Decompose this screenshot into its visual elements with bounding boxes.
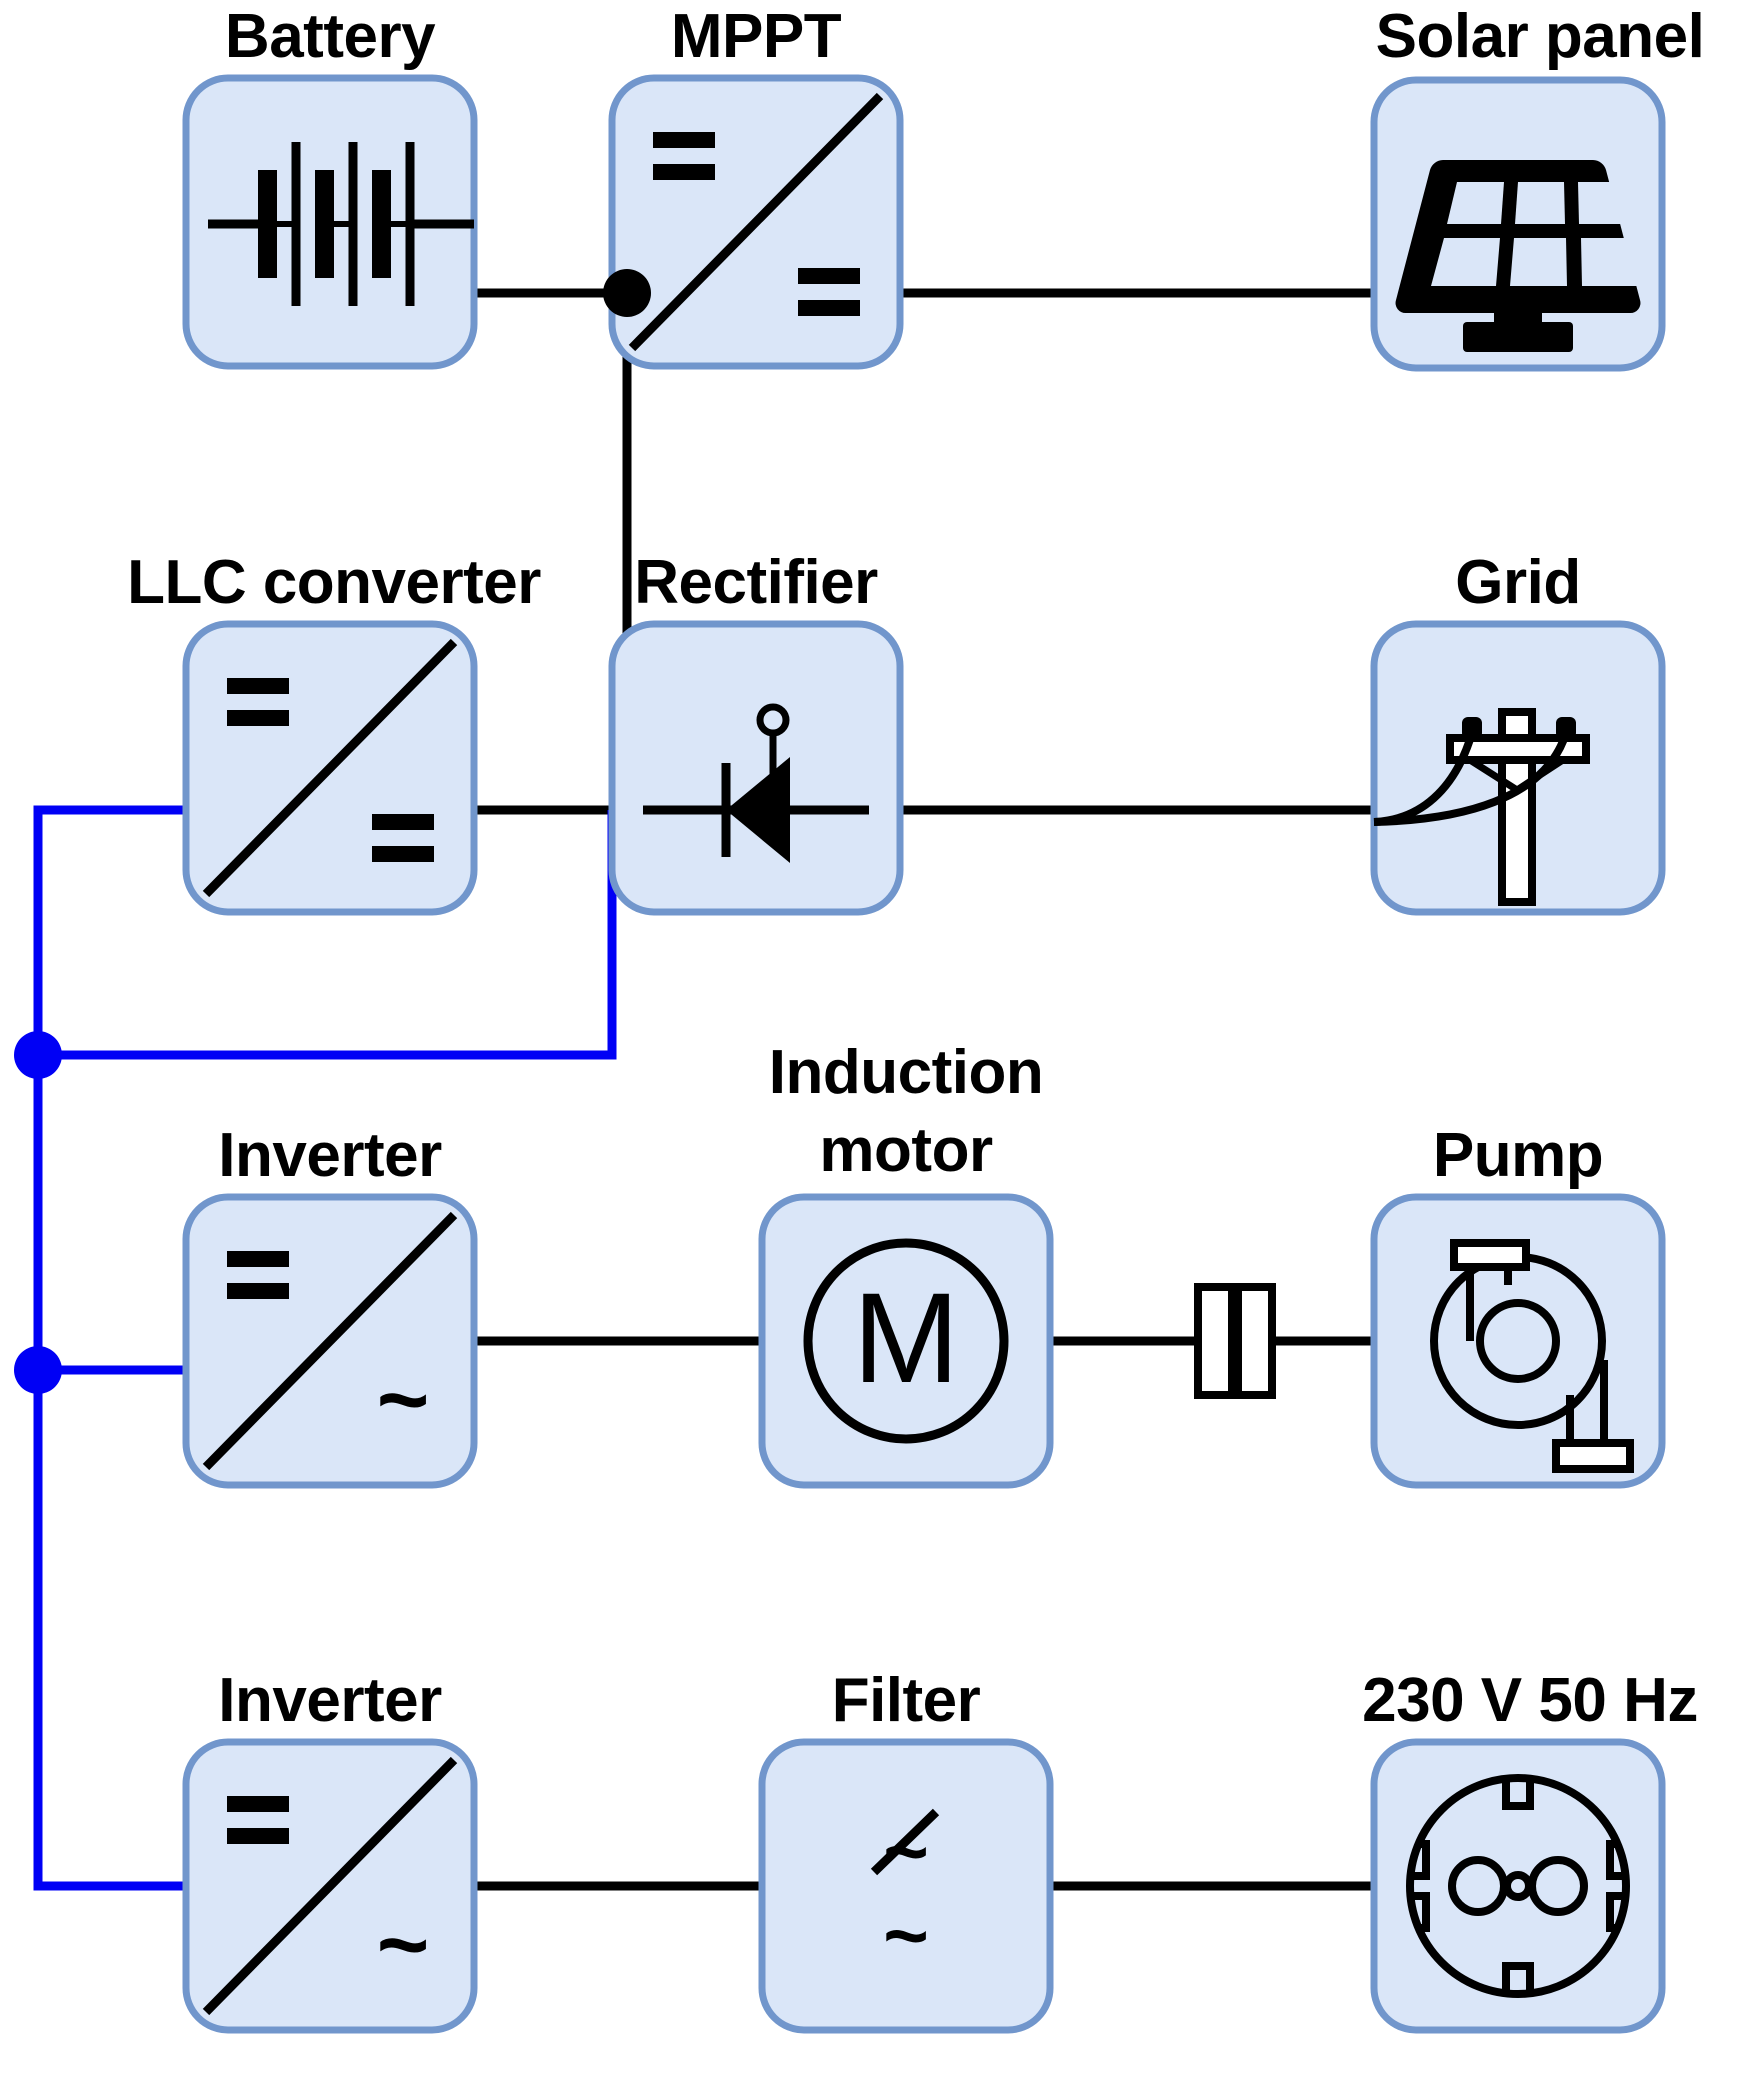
label-inverter-upper: Inverter xyxy=(218,1121,442,1190)
utility-pole-icon xyxy=(1373,708,1590,906)
label-filter: Filter xyxy=(831,1666,981,1735)
wire-llc-to-node1 xyxy=(33,805,186,1055)
wire-node2-to-inverter2 xyxy=(33,1370,186,1891)
block-rectifier[interactable] xyxy=(608,620,904,916)
block-battery[interactable] xyxy=(182,74,478,370)
node-ac-bus-junction-1 xyxy=(14,1031,62,1079)
dc-mark-top-left xyxy=(653,132,715,180)
dc-mark-bottom-right xyxy=(372,814,434,862)
block-mppt[interactable] xyxy=(608,74,904,370)
label-rectifier: Rectifier xyxy=(634,548,878,617)
battery-cells-symbol xyxy=(208,142,474,306)
label-socket-rating: 230 V 50 Hz xyxy=(1362,1666,1698,1735)
block-grid[interactable] xyxy=(1370,620,1666,916)
pump-icon xyxy=(1430,1239,1634,1473)
thyristor-symbol xyxy=(643,703,869,863)
label-grid: Grid xyxy=(1455,548,1581,617)
label-induction-motor-line1: Induction xyxy=(768,1038,1044,1107)
converter-diagonal xyxy=(628,92,884,352)
label-mppt: MPPT xyxy=(670,2,842,71)
label-pump: Pump xyxy=(1432,1121,1604,1190)
converter-diagonal xyxy=(202,638,458,898)
dc-mark-top-left xyxy=(227,1251,289,1299)
motor-letter: M xyxy=(853,1267,960,1410)
ac-filter-symbol: ~ ~ xyxy=(870,1807,940,1979)
label-induction-motor-line2: motor xyxy=(819,1116,993,1185)
block-inverter-lower[interactable]: ~ xyxy=(182,1738,478,2034)
label-battery: Battery xyxy=(224,2,436,71)
node-ac-bus-junction-2 xyxy=(14,1346,62,1394)
svg-text:~: ~ xyxy=(883,1891,929,1979)
ac-mark-bottom-right: ~ xyxy=(377,1895,430,1995)
solar-panel-icon xyxy=(1395,160,1650,352)
wire-group-ac xyxy=(33,805,617,1891)
label-inverter-lower: Inverter xyxy=(218,1666,442,1735)
converter-diagonal xyxy=(202,1756,458,2016)
ac-mark-bottom-right: ~ xyxy=(377,1350,430,1450)
node-dc-bus-junction xyxy=(603,269,651,317)
coupling-plate-right xyxy=(1234,1283,1276,1399)
motor-circle xyxy=(803,1238,1009,1444)
block-filter[interactable]: ~ ~ xyxy=(758,1738,1054,2034)
dc-mark-bottom-right xyxy=(798,268,860,316)
schuko-socket-icon xyxy=(1406,1774,1630,1998)
block-pump[interactable] xyxy=(1370,1193,1666,1489)
label-solar-panel: Solar panel xyxy=(1375,2,1705,71)
block-socket[interactable] xyxy=(1370,1738,1666,2034)
dc-mark-top-left xyxy=(227,1796,289,1844)
coupling-plate-left xyxy=(1194,1283,1236,1399)
label-llc-converter: LLC converter xyxy=(127,548,541,617)
block-solar-panel[interactable] xyxy=(1370,76,1666,372)
block-llc-converter[interactable] xyxy=(182,620,478,916)
shaft-coupling-group xyxy=(1050,1283,1374,1399)
wire-node1-to-rectifier xyxy=(38,810,617,1060)
dc-mark-top-left xyxy=(227,678,289,726)
block-induction-motor[interactable]: M xyxy=(758,1193,1054,1489)
converter-diagonal xyxy=(202,1211,458,1471)
block-inverter-upper[interactable]: ~ xyxy=(182,1193,478,1489)
